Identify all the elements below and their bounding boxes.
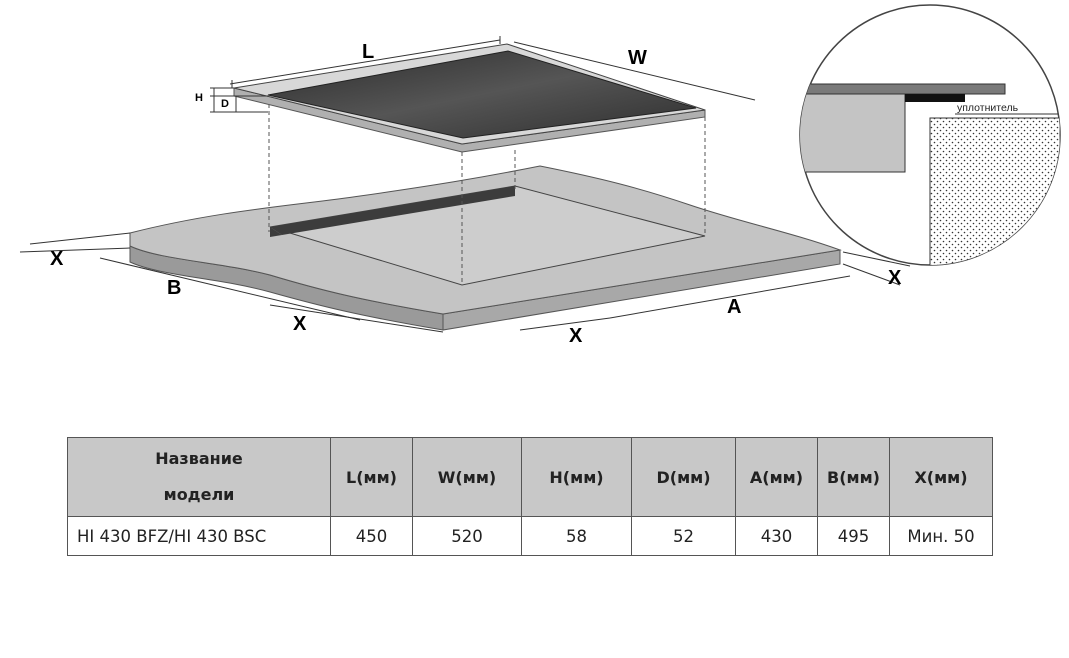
installation-diagram: L W H D X B X X A X уплотнитель <box>19 4 1061 347</box>
label-X-front-left: X <box>293 313 307 335</box>
cell-W: 520 <box>412 516 522 556</box>
header-model-line2: модели <box>163 485 235 504</box>
dimension-lines <box>19 36 911 333</box>
cell-D: 52 <box>631 516 736 556</box>
header-W: W(мм) <box>412 437 522 517</box>
label-X-front: X <box>569 325 583 347</box>
header-H: H(мм) <box>521 437 632 517</box>
specs-table: Название модели L(мм) W(мм) H(мм) D(мм) … <box>67 437 993 556</box>
cell-H: 58 <box>521 516 632 556</box>
cell-model: HI 430 BFZ/HI 430 BSC <box>67 516 331 556</box>
label-A: A <box>727 296 741 318</box>
header-A: A(мм) <box>735 437 818 517</box>
cell-B: 495 <box>817 516 890 556</box>
header-X: X(мм) <box>889 437 993 517</box>
header-B: B(мм) <box>817 437 890 517</box>
label-D: D <box>221 98 229 110</box>
cell-L: 450 <box>330 516 413 556</box>
label-seal: уплотнитель <box>957 102 1019 114</box>
table-row: HI 430 BFZ/HI 430 BSC 450 520 58 52 430 … <box>67 516 993 556</box>
label-H: H <box>195 92 203 104</box>
table-header-row: Название модели L(мм) W(мм) H(мм) D(мм) … <box>67 437 993 517</box>
header-model: Название модели <box>67 437 331 517</box>
label-L: L <box>362 41 374 63</box>
label-X-left: X <box>50 248 64 270</box>
projection-lines <box>268 104 706 283</box>
header-model-line1: Название <box>155 449 243 468</box>
seal-detail: уплотнитель <box>799 4 1061 266</box>
countertop <box>129 165 841 331</box>
label-B: B <box>167 277 181 299</box>
label-W: W <box>628 47 647 69</box>
cell-A: 430 <box>735 516 818 556</box>
label-X-right: X <box>888 267 902 289</box>
cell-X: Мин. 50 <box>889 516 993 556</box>
header-D: D(мм) <box>631 437 736 517</box>
header-L: L(мм) <box>330 437 413 517</box>
